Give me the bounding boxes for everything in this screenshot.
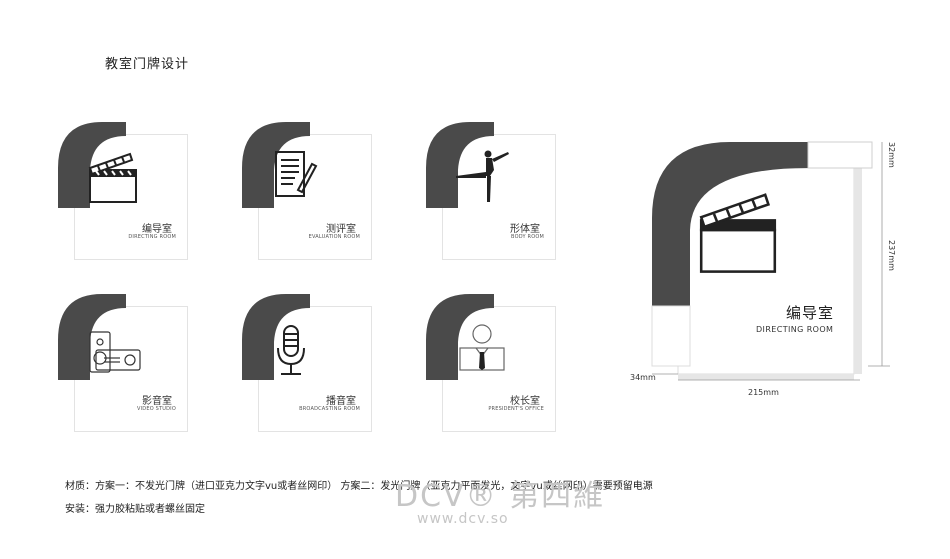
detail-drawing-graphic [651, 141, 890, 381]
install-text: 安装：强力胶粘贴或者螺丝固定 [65, 504, 205, 515]
dim-top-label: 32mm [887, 142, 896, 168]
sign-body: 形体室 BODY ROOM [424, 120, 556, 262]
watermark-logo: DCV® 第四維 [395, 479, 606, 514]
clapperboard-icon [88, 152, 137, 203]
sign-name-en: DIRECTING ROOM [128, 234, 176, 240]
notepad-pen-icon [275, 151, 318, 197]
sign-name-cn: 编导室 [142, 224, 172, 235]
detail-name-en: DIRECTING ROOM [756, 325, 834, 334]
dim-left-label: 34mm [630, 373, 656, 382]
arc-band-icon [58, 294, 126, 380]
sign-broadcasting: 播音室 BROADCASTING ROOM [240, 292, 372, 434]
arc-band-icon [58, 122, 126, 208]
sign-detail-drawing: 编导室 DIRECTING ROOM [650, 140, 890, 390]
arc-band-icon [242, 294, 310, 380]
materials-text: 材质：方案一：不发光门牌（进口亚克力文字vu或者丝网印） 方案二：发光门牌（亚克… [65, 481, 653, 492]
sign-name-cn: 影音室 [142, 396, 172, 407]
sign-president: 校长室 PRESIDENT'S OFFICE [424, 292, 556, 434]
projector-icon [89, 331, 141, 373]
sign-video: 影音室 VIDEO STUDIO [56, 292, 188, 434]
ballet-dancer-icon [456, 150, 509, 202]
sign-name-cn: 播音室 [326, 396, 356, 407]
sign-name-cn: 测评室 [326, 224, 356, 235]
watermark-url: www.dcv.so [417, 511, 509, 527]
dim-height-label: 237mm [887, 240, 896, 271]
sign-name-en: PRESIDENT'S OFFICE [488, 406, 544, 412]
arc-band-icon [426, 294, 494, 380]
microphone-icon [277, 325, 305, 375]
detail-name-cn: 编导室 [786, 304, 835, 322]
page-title: 教室门牌设计 [105, 57, 190, 72]
dim-width-label: 215mm [748, 388, 779, 397]
sign-name-en: VIDEO STUDIO [137, 406, 176, 412]
sign-name-en: BODY ROOM [511, 234, 544, 240]
sign-directing: 编导室 DIRECTING ROOM [56, 120, 188, 262]
arc-band-icon [242, 122, 310, 208]
person-tie-icon [459, 324, 505, 371]
sign-name-cn: 形体室 [510, 224, 540, 235]
sign-name-en: EVALUATION ROOM [308, 234, 360, 240]
watermark: DCV® 第四維 www.dcv.so [395, 471, 606, 527]
arc-band-icon [426, 122, 494, 208]
sign-name-en: BROADCASTING ROOM [299, 406, 360, 412]
sign-name-cn: 校长室 [510, 396, 540, 407]
sign-evaluation: 测评室 EVALUATION ROOM [240, 120, 372, 262]
